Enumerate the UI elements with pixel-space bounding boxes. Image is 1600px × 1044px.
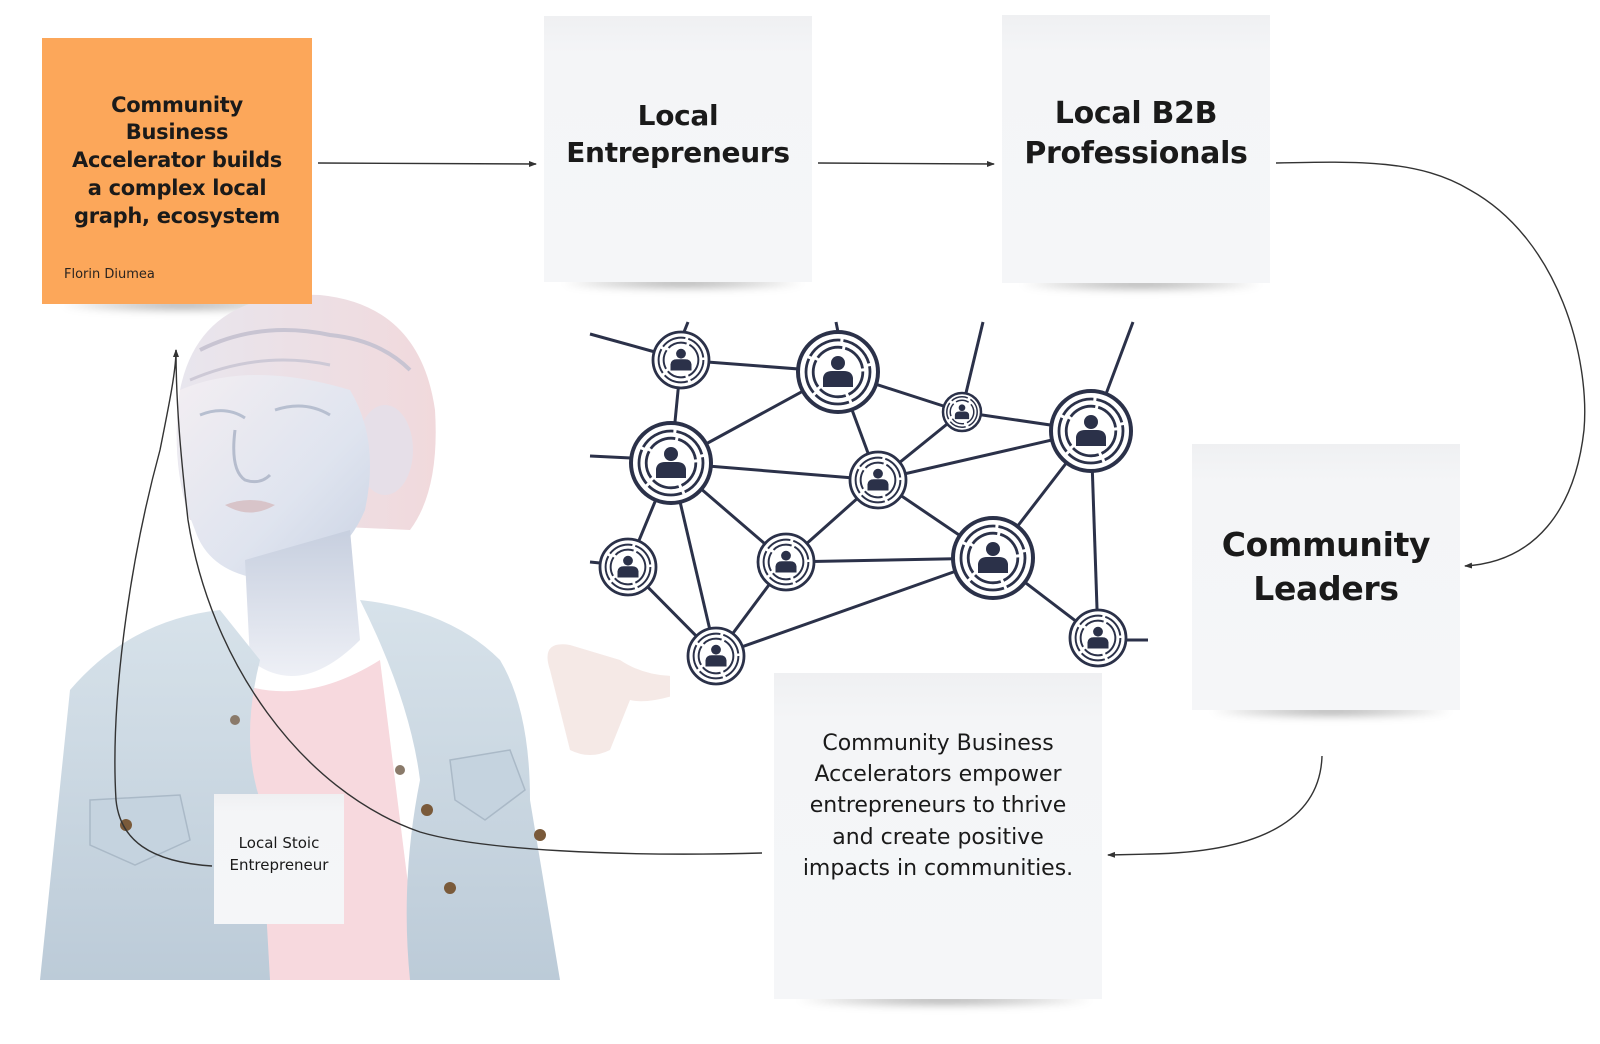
person-node-icon: [629, 421, 713, 505]
empower-text: Community Business Accelerators empower …: [802, 730, 1074, 881]
network-edge: [715, 556, 994, 658]
network-edge-stub: [589, 332, 656, 354]
person-node-icon: [951, 516, 1035, 600]
person-node-icon: [756, 532, 816, 592]
sticky-note-local-entrepreneurs[interactable]: Local Entrepreneurs: [544, 16, 812, 282]
person-node-icon: [941, 391, 983, 433]
stoic-text: Local Stoic Entrepreneur: [229, 834, 329, 874]
network-edge-stub: [589, 560, 601, 565]
note-author: Florin Diumea: [64, 267, 155, 282]
sticky-note-empower[interactable]: Community Business Accelerators empower …: [774, 673, 1102, 999]
network-edge-stub: [964, 321, 985, 394]
b2b-professionals-title: Local B2B Professionals: [1024, 96, 1248, 171]
accelerator-title: Community Business Accelerator builds a …: [72, 92, 283, 228]
person-node-icon: [651, 330, 711, 390]
network-edge-stub: [1104, 321, 1135, 395]
person-node-icon: [796, 330, 880, 414]
person-node-icon: [598, 537, 658, 597]
sticky-note-accelerator[interactable]: Community Business Accelerator builds a …: [42, 38, 312, 304]
person-node-icon: [1068, 608, 1128, 668]
person-node-icon: [848, 450, 908, 510]
sticky-note-stoic-entrepreneur[interactable]: Local Stoic Entrepreneur: [214, 794, 344, 924]
network-edge-stub: [589, 454, 632, 460]
community-leaders-title: Community Leaders: [1221, 525, 1431, 608]
sticky-note-b2b-professionals[interactable]: Local B2B Professionals: [1002, 15, 1270, 283]
person-node-icon: [686, 626, 746, 686]
sticky-note-community-leaders[interactable]: Community Leaders: [1192, 444, 1460, 710]
local-entrepreneurs-title: Local Entrepreneurs: [566, 99, 790, 169]
person-node-icon: [1049, 389, 1133, 473]
network-edge-stub: [682, 321, 690, 333]
